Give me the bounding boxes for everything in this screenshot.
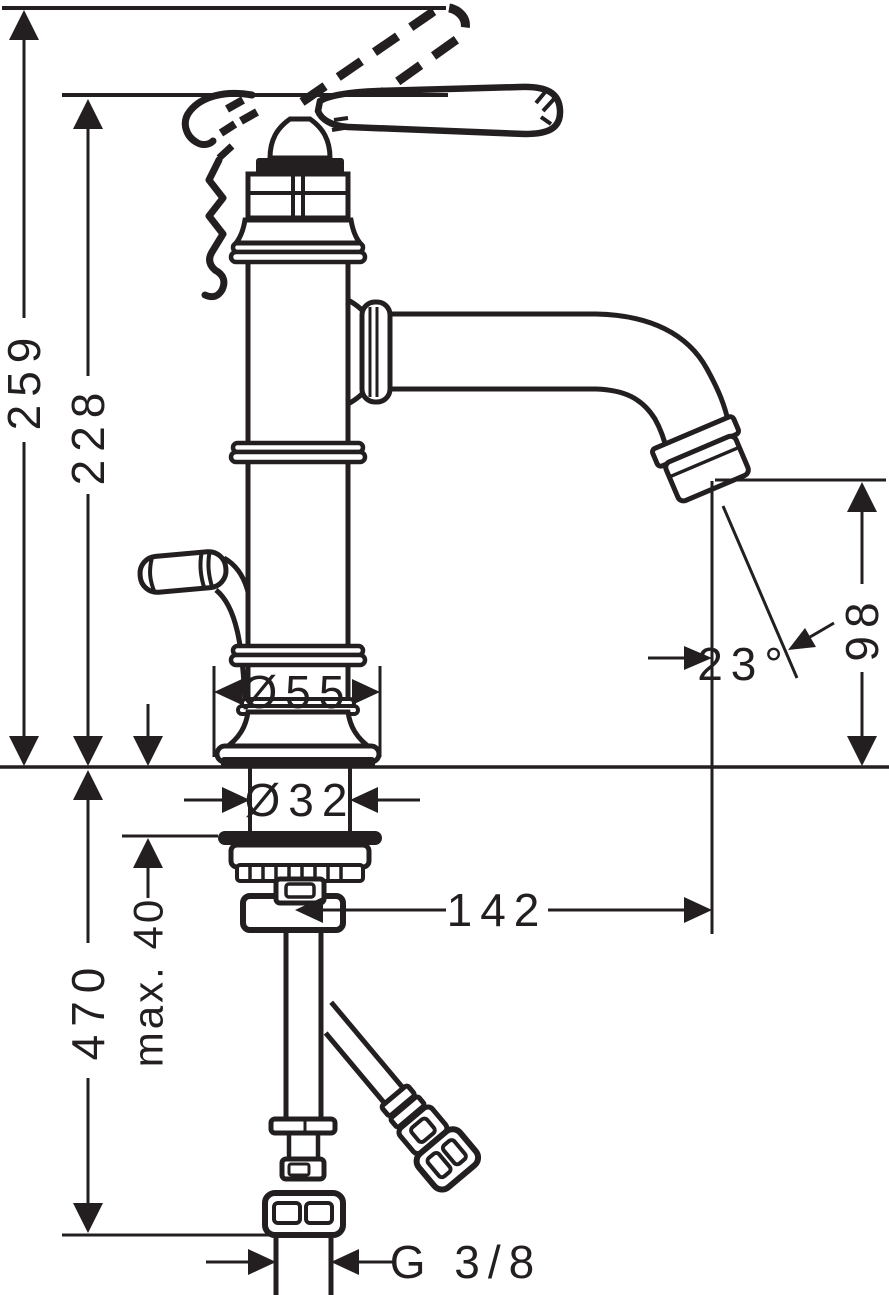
dim-label-outlet-height: 98 xyxy=(836,594,888,661)
aerator xyxy=(650,414,751,504)
dim-hose-drop: 470 xyxy=(62,770,114,1233)
body-column xyxy=(245,255,351,713)
dim-label-base-diameter: Ø55 xyxy=(242,666,353,718)
dim-label-spout-angle: 23° xyxy=(697,638,791,690)
dimensions: 259 228 470 max. 40 xyxy=(0,6,888,1288)
faucet-body xyxy=(214,240,382,768)
spout-joint-ring xyxy=(359,299,393,405)
spout-tube xyxy=(387,311,738,454)
spout xyxy=(345,295,751,504)
dim-spout-angle: 23° xyxy=(648,505,835,690)
collar xyxy=(230,217,366,246)
handle-assembly xyxy=(230,83,564,246)
dim-shank-diameter: Ø32 xyxy=(184,774,420,826)
angle-line xyxy=(721,505,799,679)
supply-hose-angled xyxy=(323,1000,482,1193)
dim-base-diameter: Ø55 xyxy=(212,666,382,757)
dim-label-hose-drop: 470 xyxy=(62,960,114,1061)
dim-overall-height: 259 xyxy=(0,10,50,766)
column-capital xyxy=(228,240,368,265)
popup-knob xyxy=(137,549,229,595)
popup-lever xyxy=(137,549,256,707)
dim-spout-reach: 142 xyxy=(295,884,712,936)
dim-label-spout-reach: 142 xyxy=(447,884,548,936)
handle-raised-dashed xyxy=(299,3,470,128)
cap-band xyxy=(256,158,344,175)
dim-label-connection-thread: G 3/8 xyxy=(390,1236,543,1288)
cartridge-hex-nut xyxy=(245,171,351,221)
dim-max-mounting-thickness: max. 40 xyxy=(125,704,172,1067)
dim-connection-thread: G 3/8 xyxy=(206,1236,543,1288)
dim-label-height-to-handle: 228 xyxy=(62,385,114,486)
handle-pivot xyxy=(267,116,333,161)
dim-outlet-height: 98 xyxy=(836,482,888,766)
pull-rod-detail xyxy=(181,89,259,301)
dim-label-max-thickness: max. 40 xyxy=(125,897,172,1067)
dim-label-shank-diameter: Ø32 xyxy=(245,774,356,826)
column-molding-lower xyxy=(228,643,368,668)
supply-hose-straight xyxy=(262,903,346,1295)
washer xyxy=(218,831,382,845)
handle-lever xyxy=(314,83,564,138)
column-molding-upper xyxy=(228,440,368,465)
handle-tip-detail xyxy=(534,89,548,105)
popup-rod-lower xyxy=(214,588,248,707)
dim-label-overall-height: 259 xyxy=(0,330,50,431)
faucet-illustration xyxy=(137,3,751,768)
dim-height-to-handle: 228 xyxy=(62,99,114,766)
below-counter-assembly xyxy=(218,768,482,1295)
